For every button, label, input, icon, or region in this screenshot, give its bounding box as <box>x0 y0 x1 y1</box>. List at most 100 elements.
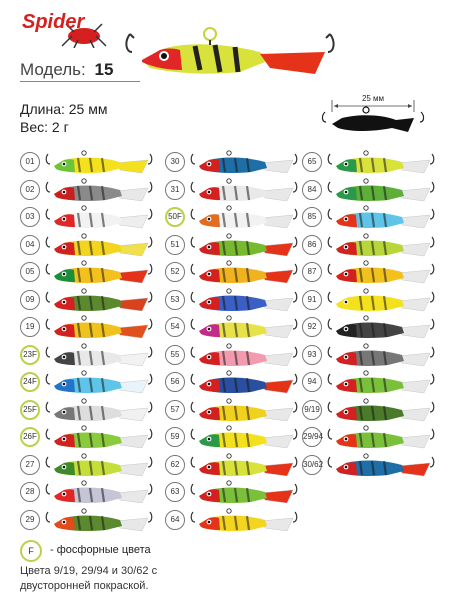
lure-image <box>190 397 298 421</box>
lure-image <box>190 370 298 394</box>
color-code-badge: 55 <box>165 344 185 365</box>
lure-item: 26F <box>20 423 160 451</box>
length-spec: Длина: 25 мм <box>20 101 108 117</box>
color-code-badge: 50F <box>165 207 185 227</box>
color-code-badge: 25F <box>20 399 40 420</box>
color-code-badge: 62 <box>165 454 185 475</box>
lure-item: 85 <box>302 203 442 231</box>
lure-item: 87 <box>302 258 442 286</box>
lure-item: 93 <box>302 341 442 369</box>
lure-image <box>327 370 435 394</box>
color-code-badge: 02 <box>20 179 40 200</box>
lure-image <box>190 480 298 504</box>
phosphor-legend-badge: F <box>20 540 42 562</box>
lure-item: 84 <box>302 176 442 204</box>
color-code-badge: 28 <box>20 482 40 502</box>
lure-column-3: 65 84 85 86 87 91 92 93 94 9/19 29/94 30… <box>302 148 442 478</box>
lure-item: 51 <box>165 231 305 259</box>
lure-item: 62 <box>165 451 305 479</box>
lure-item: 52 <box>165 258 305 286</box>
color-code-badge: 59 <box>165 427 185 447</box>
lure-item: 63 <box>165 478 305 506</box>
lure-item: 50F <box>165 203 305 231</box>
lure-item: 05 <box>20 258 160 286</box>
lure-item: 56 <box>165 368 305 396</box>
lure-item: 09 <box>20 286 160 314</box>
color-code-badge: 04 <box>20 234 40 255</box>
lure-image <box>45 150 153 174</box>
lure-image <box>190 260 298 284</box>
lure-item: 9/19 <box>302 396 442 424</box>
lure-image <box>190 177 298 201</box>
lure-item: 54 <box>165 313 305 341</box>
lure-image <box>45 370 153 394</box>
lure-item: 24F <box>20 368 160 396</box>
lure-image <box>45 342 153 366</box>
lure-item: 02 <box>20 176 160 204</box>
color-code-badge: 29/94 <box>302 427 323 447</box>
color-code-badge: 86 <box>302 234 322 255</box>
lure-image <box>45 260 153 284</box>
color-code-badge: 30 <box>165 152 185 172</box>
color-code-badge: 31 <box>165 179 185 200</box>
lure-item: 92 <box>302 313 442 341</box>
color-code-badge: 29 <box>20 509 40 530</box>
color-code-badge: 85 <box>302 207 322 227</box>
lure-column-2: 30 31 50F 51 52 53 54 55 56 57 59 62 63 … <box>165 148 305 533</box>
color-code-badge: 51 <box>165 234 185 255</box>
color-code-badge: 84 <box>302 179 322 200</box>
color-code-badge: 56 <box>165 372 185 392</box>
lure-image <box>190 205 298 229</box>
specs: Длина: 25 мм Вес: 2 г <box>20 100 107 136</box>
lure-item: 53 <box>165 286 305 314</box>
lure-image <box>45 232 153 256</box>
lure-item: 59 <box>165 423 305 451</box>
model-heading: Модель: 15 <box>20 60 140 82</box>
lure-item: 30/62 <box>302 451 442 479</box>
weight-spec: Вес: 2 г <box>20 119 69 135</box>
lure-image <box>45 177 153 201</box>
color-code-badge: 91 <box>302 289 322 310</box>
color-code-badge: 63 <box>165 482 185 502</box>
dimension-diagram: 25 мм <box>321 94 425 132</box>
lure-image <box>327 150 435 174</box>
lure-image <box>190 342 298 366</box>
lure-item: 04 <box>20 231 160 259</box>
lure-item: 65 <box>302 148 442 176</box>
lure-item: 29/94 <box>302 423 442 451</box>
lure-image <box>327 260 435 284</box>
lure-image <box>45 425 153 449</box>
color-code-badge: 87 <box>302 262 322 282</box>
color-code-badge: 26F <box>20 427 40 447</box>
color-code-badge: 30/62 <box>302 454 323 475</box>
color-code-badge: 93 <box>302 344 322 365</box>
lure-image <box>190 315 298 339</box>
lure-image <box>190 425 298 449</box>
color-code-badge: 23F <box>20 344 40 365</box>
color-code-badge: 19 <box>20 317 40 337</box>
lure-image <box>327 397 435 421</box>
color-code-badge: 53 <box>165 289 185 310</box>
lure-image <box>45 507 153 531</box>
color-code-badge: 65 <box>302 152 322 172</box>
lure-image <box>45 480 153 504</box>
lure-image <box>327 232 435 256</box>
lure-item: 30 <box>165 148 305 176</box>
legend-text: - фосфорные цвета <box>50 544 151 556</box>
lure-image <box>327 177 435 201</box>
color-code-badge: 54 <box>165 317 185 337</box>
lure-item: 86 <box>302 231 442 259</box>
lure-image <box>45 397 153 421</box>
color-code-badge: 9/19 <box>302 399 322 420</box>
color-code-badge: 01 <box>20 152 40 172</box>
lure-item: 19 <box>20 313 160 341</box>
lure-image <box>327 205 435 229</box>
lure-item: 64 <box>165 506 305 534</box>
lure-item: 31 <box>165 176 305 204</box>
lure-image <box>190 287 298 311</box>
color-code-badge: 05 <box>20 262 40 282</box>
lure-image <box>45 287 153 311</box>
color-code-badge: 09 <box>20 289 40 310</box>
color-code-badge: 57 <box>165 399 185 420</box>
lure-item: 27 <box>20 451 160 479</box>
